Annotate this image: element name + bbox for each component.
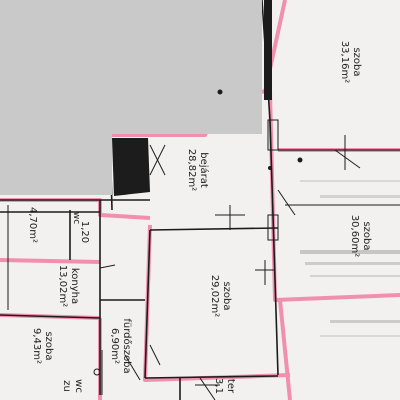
room-name: szoba [361, 221, 372, 250]
room-label-wc-bottom: wc zu [61, 379, 84, 393]
room-area: 30,60m² [349, 215, 360, 257]
redacted-block-top [112, 0, 262, 134]
room-label-small-left: 4,70m² [27, 207, 38, 243]
room-label-szoba-4: szoba 9,43m² [31, 328, 54, 364]
room-label-szoba-1: szoba 33,16m² [339, 41, 362, 83]
markers [93, 89, 303, 376]
room-label-furdoszoba: fürdőszoba 6,90m² [109, 318, 133, 373]
room-name: wc [71, 212, 81, 224]
room-area: 28,82m² [186, 149, 197, 191]
room-label-szoba-2: szoba 30,60m² [349, 215, 372, 257]
door-symbols [99, 135, 361, 400]
room-name: bejárat [198, 152, 210, 188]
room-name: wc [73, 379, 84, 393]
room-area: 29,02m² [209, 275, 220, 317]
room-name: konyha [69, 268, 80, 304]
room-area: 33,16m² [339, 41, 350, 83]
room-area: 3,1 [213, 378, 224, 394]
redacted-block-left [0, 0, 112, 195]
room-label-konyha: konyha 13,02m² [57, 265, 80, 307]
room-label-wc-top: wc 1,20 [71, 212, 90, 243]
room-area: 9,43m² [31, 328, 42, 364]
room-name: ter [225, 379, 236, 394]
room-area: 1,20 [79, 221, 90, 243]
scan-noise [300, 180, 400, 337]
room-area: 4,70m² [27, 207, 38, 243]
room-area: 13,02m² [57, 265, 68, 307]
room-name: szoba [43, 331, 54, 360]
room-label-bejarat: bejárat 28,82m² [186, 149, 210, 191]
room-name: fürdőszoba [121, 318, 133, 373]
room-name: szoba [221, 281, 232, 310]
room-labels: szoba 33,16m² bejárat 28,82m² szoba 30,6… [27, 41, 372, 394]
room-label-bottom-right: ter 3,1 [213, 378, 236, 394]
room-name: szoba [351, 47, 362, 76]
room-area: 6,90m² [109, 328, 120, 364]
room-label-szoba-3: szoba 29,02m² [209, 275, 232, 317]
room-area: zu [61, 380, 72, 392]
